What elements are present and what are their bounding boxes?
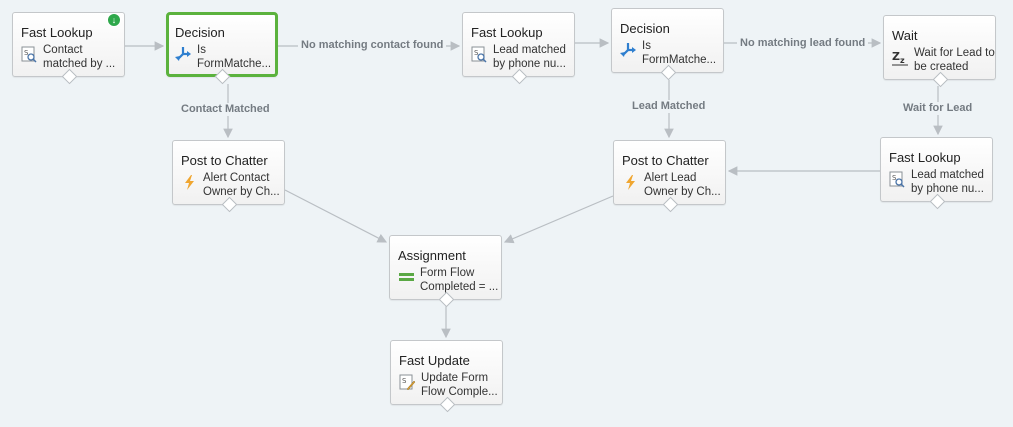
connector-label: Contact Matched xyxy=(178,103,273,116)
element-label: Form Flow Completed = ... xyxy=(420,267,499,293)
start-element-icon: ↓ xyxy=(107,13,121,27)
element-label: Is FormMatche... xyxy=(197,44,272,70)
connector-label: No matching lead found xyxy=(737,37,869,50)
flow-element-decision[interactable]: Decision Is FormMatche... xyxy=(611,8,724,73)
element-label: Lead matched by phone nu... xyxy=(911,169,984,195)
fast-lookup-icon: S xyxy=(471,46,488,63)
element-label: Wait for Lead to be created xyxy=(914,47,995,73)
element-type-title: Post to Chatter xyxy=(181,153,268,168)
element-type-title: Decision xyxy=(175,25,225,40)
connector-n6-n9[interactable] xyxy=(284,189,388,243)
element-type-title: Fast Update xyxy=(399,353,470,368)
connector-n7-n9[interactable] xyxy=(503,195,614,244)
svg-text:S: S xyxy=(24,49,29,57)
element-type-title: Assignment xyxy=(398,248,466,263)
element-type-title: Wait xyxy=(892,28,918,43)
connector-label: Wait for Lead xyxy=(900,102,976,115)
fast-update-icon: S xyxy=(399,374,416,391)
svg-text:S: S xyxy=(402,377,407,385)
fast-lookup-icon: S xyxy=(889,171,906,188)
svg-text:z: z xyxy=(900,56,905,65)
decision-icon xyxy=(175,46,192,63)
element-type-title: Decision xyxy=(620,21,670,36)
svg-text:Z: Z xyxy=(892,50,900,63)
element-label: Contact matched by ... xyxy=(43,44,116,70)
element-label: Alert Lead Owner by Ch... xyxy=(644,172,721,198)
element-type-title: Fast Lookup xyxy=(21,25,93,40)
decision-icon xyxy=(620,42,637,59)
element-type-title: Post to Chatter xyxy=(622,153,709,168)
connector-label: No matching contact found xyxy=(298,39,447,52)
svg-text:S: S xyxy=(892,174,897,182)
svg-text:S: S xyxy=(474,49,479,57)
element-type-title: Fast Lookup xyxy=(889,150,961,165)
element-label: Is FormMatche... xyxy=(642,40,717,66)
connector-label: Lead Matched xyxy=(629,100,709,113)
flow-element-decision[interactable]: Decision Is FormMatche... xyxy=(166,12,278,77)
fast-lookup-icon: S xyxy=(21,46,38,63)
lightning-icon xyxy=(622,174,639,191)
element-label: Lead matched by phone nu... xyxy=(493,44,566,70)
assignment-icon xyxy=(398,269,415,286)
lightning-icon xyxy=(181,174,198,191)
element-label: Alert Contact Owner by Ch... xyxy=(203,172,280,198)
element-label: Update Form Flow Comple... xyxy=(421,372,498,398)
element-type-title: Fast Lookup xyxy=(471,25,543,40)
